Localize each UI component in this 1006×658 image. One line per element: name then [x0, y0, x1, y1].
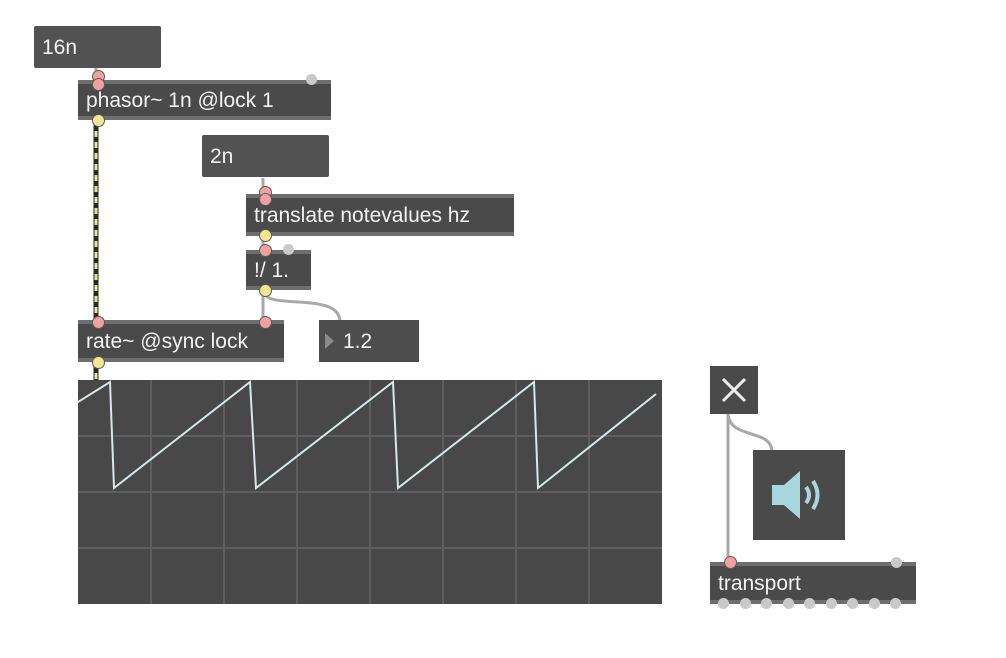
inlet-port[interactable]: [259, 244, 272, 257]
outlet-port[interactable]: [847, 598, 858, 609]
inlet-port[interactable]: [92, 316, 105, 329]
dac-button[interactable]: [753, 450, 845, 540]
object-translate-label: translate notevalues hz: [254, 203, 470, 227]
scope-waveform: [77, 380, 657, 491]
close-x-icon: [721, 377, 747, 403]
object-transport-label: transport: [718, 571, 801, 595]
object-phasor[interactable]: phasor~ 1n @lock 1: [78, 80, 331, 120]
toggle-button[interactable]: [710, 366, 758, 414]
outlet-port[interactable]: [718, 598, 729, 609]
outlet-port[interactable]: [825, 598, 837, 609]
object-rate-label: rate~ @sync lock: [86, 329, 248, 353]
message-16n-label: 16n: [42, 35, 78, 59]
outlet-port[interactable]: [92, 114, 105, 127]
number-box-triangle-icon: [325, 333, 334, 349]
outlet-port[interactable]: [868, 598, 880, 609]
scope-grid: [78, 380, 662, 604]
object-translate[interactable]: translate notevalues hz: [246, 194, 514, 236]
inlet-port[interactable]: [259, 316, 272, 329]
cord-toggle-dac[interactable]: [726, 413, 774, 453]
scope-canvas: [77, 380, 662, 604]
outlet-port[interactable]: [804, 598, 815, 609]
scope-display[interactable]: [77, 380, 662, 604]
outlet-port[interactable]: [890, 598, 901, 609]
outlet-port[interactable]: [259, 229, 272, 242]
object-divide[interactable]: !/ 1.: [246, 250, 311, 290]
message-2n-label: 2n: [210, 144, 234, 168]
outlet-port[interactable]: [259, 284, 272, 297]
inlet-port[interactable]: [283, 244, 294, 255]
outlet-port[interactable]: [761, 598, 772, 609]
outlet-port[interactable]: [782, 598, 794, 609]
speaker-icon: [772, 471, 820, 519]
cord-divide-number[interactable]: [261, 289, 342, 323]
outlet-port[interactable]: [739, 598, 751, 609]
inlet-port[interactable]: [724, 556, 737, 569]
inlet-port[interactable]: [259, 193, 272, 206]
object-transport[interactable]: transport: [710, 562, 916, 604]
number-box-value: 1.2: [343, 329, 373, 353]
outlet-port[interactable]: [92, 356, 105, 369]
inlet-port[interactable]: [92, 78, 105, 91]
object-phasor-label: phasor~ 1n @lock 1: [86, 88, 274, 112]
message-2n[interactable]: 2n: [202, 135, 329, 177]
object-rate[interactable]: rate~ @sync lock: [78, 320, 284, 362]
message-16n[interactable]: 16n: [34, 26, 161, 68]
number-box[interactable]: 1.2: [319, 320, 419, 362]
inlet-port[interactable]: [891, 557, 902, 568]
inlet-port[interactable]: [306, 74, 317, 85]
object-divide-label: !/ 1.: [254, 258, 290, 282]
